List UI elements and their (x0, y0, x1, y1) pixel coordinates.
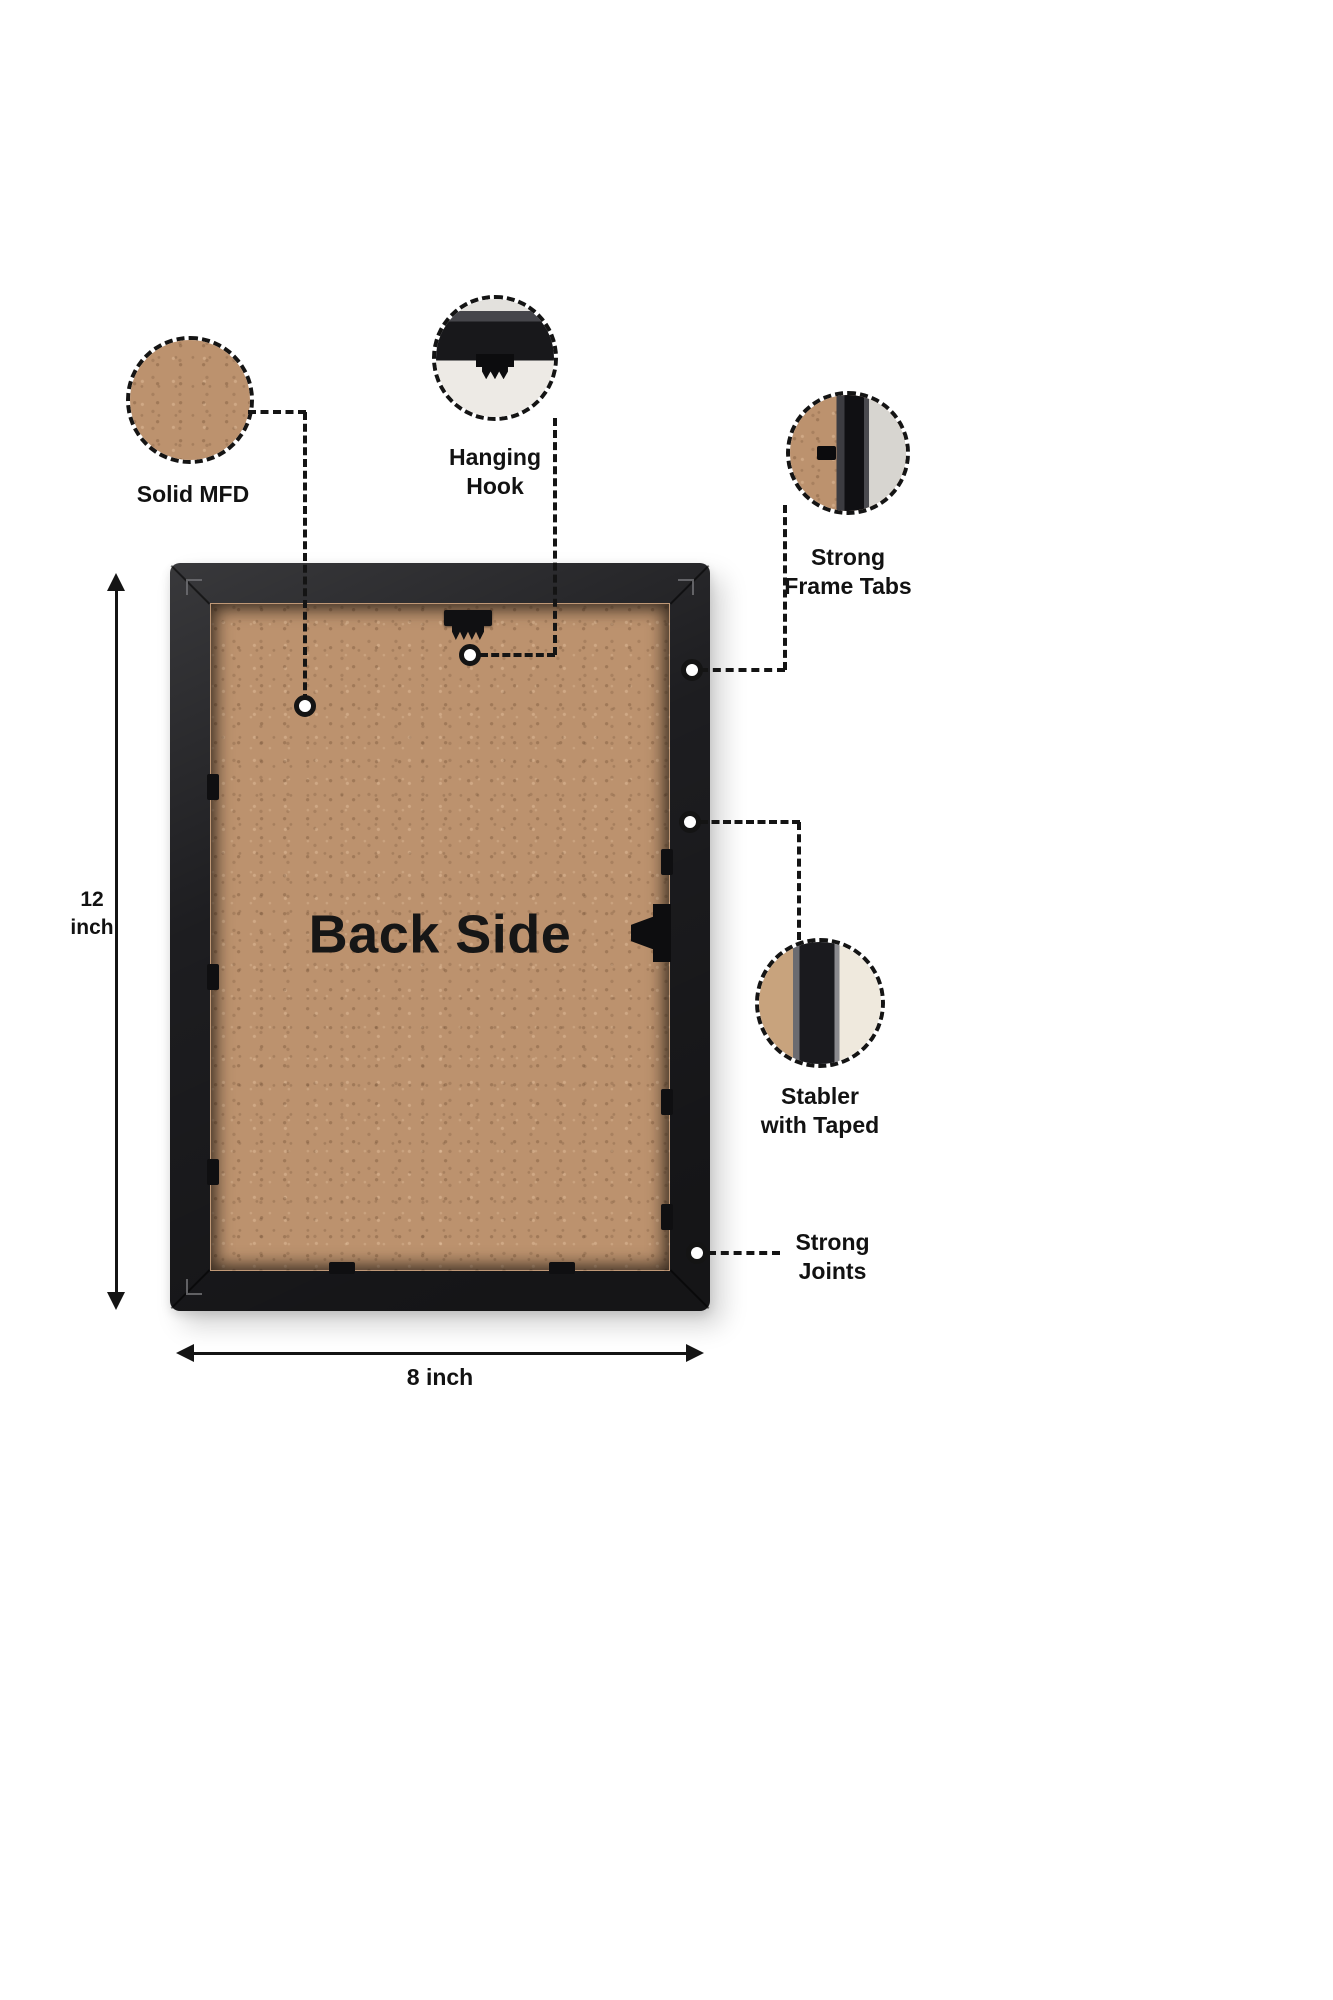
callout-label-line: Frame Tabs (784, 572, 912, 599)
corner-staple (678, 579, 694, 595)
callout-connector (700, 820, 800, 824)
back-side-label: Back Side (308, 904, 572, 965)
callout-connector (248, 410, 306, 414)
frame-tab (661, 1089, 673, 1115)
callout-connector (553, 418, 557, 655)
hook-plate-zoom (476, 354, 514, 368)
corner-staple (186, 579, 202, 595)
hanging-hook-teeth (452, 625, 484, 640)
height-dimension-arrow (100, 573, 132, 1310)
callout-anchor-dot (679, 811, 701, 833)
mdf-back-panel: Back Side (207, 603, 673, 1274)
arrow-line (114, 581, 118, 1302)
callout-circle-solid-mfd (126, 336, 254, 464)
callout-connector (797, 822, 801, 940)
callout-label-line: Solid MFD (136, 481, 250, 507)
callout-label-line: with Taped (760, 1111, 880, 1138)
corner-staple (186, 1279, 202, 1295)
width-dimension-label: 8 inch (406, 1364, 474, 1390)
callout-label-line: Strong (810, 544, 886, 570)
callout-label-line: Strong (795, 1229, 870, 1255)
frame-tab-zoom (816, 446, 837, 460)
callout-label-solid-mfd: Solid MFD (113, 480, 273, 509)
callout-anchor-dot (681, 659, 703, 681)
callout-label-strong-frame-tabs: Strong Frame Tabs (768, 543, 928, 601)
frame-tab (661, 1204, 673, 1230)
hanging-hook-hardware (444, 610, 492, 626)
callout-label-hanging-hook: Hanging Hook (415, 443, 575, 501)
hanging-hook-zoom (436, 299, 554, 417)
frame-tab (661, 849, 673, 875)
frame-tab (207, 774, 219, 800)
arrow-head-up-icon (107, 573, 125, 591)
callout-label-line: Stabler (781, 1083, 859, 1109)
callout-label-line: Hook (466, 472, 524, 499)
mdf-texture-zoom (130, 340, 250, 460)
frame-miter-joint (669, 1269, 710, 1309)
photo-frame-back: Back Side (170, 563, 710, 1311)
height-dimension-label: 12 inch (70, 888, 114, 940)
frame-tab (329, 1262, 355, 1274)
frame-edge-zoom (790, 395, 906, 511)
frame-tab (549, 1262, 575, 1274)
callout-circle-stabler-with-taped (755, 938, 885, 1068)
callout-circle-hanging-hook (432, 295, 558, 421)
callout-anchor-dot (686, 1242, 708, 1264)
callout-connector (480, 653, 555, 657)
callout-label-line: Hanging (449, 444, 541, 470)
callout-anchor-dot (459, 644, 481, 666)
arrow-head-down-icon (107, 1292, 125, 1310)
callout-connector (700, 668, 785, 672)
arrow-head-right-icon (686, 1344, 704, 1362)
callout-circle-strong-frame-tabs (786, 391, 910, 515)
callout-connector (708, 1251, 780, 1255)
callout-connector (783, 505, 787, 670)
arrow-head-left-icon (176, 1344, 194, 1362)
hook-teeth-zoom (482, 366, 508, 380)
arrow-line (184, 1351, 696, 1355)
frame-tab (207, 964, 219, 990)
callout-label-line: Joints (798, 1257, 867, 1284)
frame-tab (207, 1159, 219, 1185)
width-dimension-arrow (176, 1340, 704, 1366)
callout-label-strong-joints: Strong Joints (760, 1228, 905, 1286)
stabler-edge-zoom (759, 942, 881, 1064)
callout-anchor-dot (294, 695, 316, 717)
callout-label-stabler-with-taped: Stabler with Taped (740, 1082, 900, 1140)
callout-connector (303, 412, 307, 702)
